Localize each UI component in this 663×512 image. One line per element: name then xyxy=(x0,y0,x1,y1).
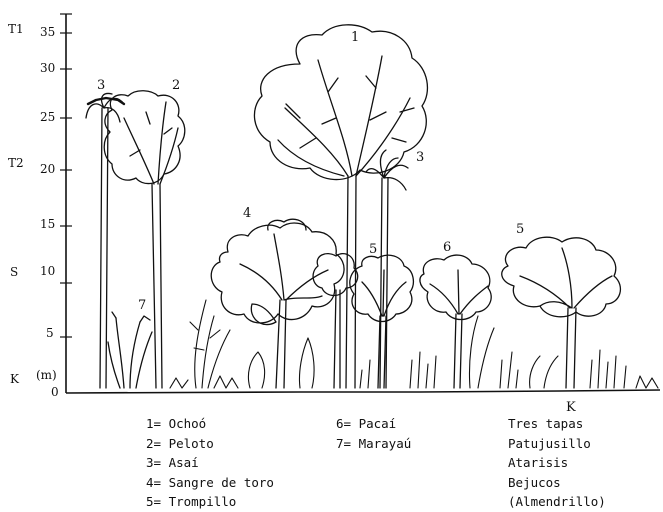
tree-label-1: 1 xyxy=(351,30,359,45)
legend-item: 4= Sangre de toro xyxy=(146,473,274,493)
tree-trompillo-right xyxy=(502,237,621,388)
legend-item: 2= Peloto xyxy=(146,434,274,454)
legend-item: 3= Asaí xyxy=(146,453,274,473)
tree-asai-left xyxy=(86,94,124,388)
tree-peloto xyxy=(104,91,185,388)
tick-label-20: 20 xyxy=(40,162,55,176)
legend-item: (Almendrillo) xyxy=(508,492,606,512)
understory-herbs xyxy=(170,300,658,388)
legend-item: 7= Marayaú xyxy=(336,434,411,454)
stratum-label-t1: T1 xyxy=(8,22,24,36)
stratum-label-s: S xyxy=(10,265,18,279)
tree-ochoo xyxy=(254,25,427,388)
tree-label-2: 2 xyxy=(172,78,180,93)
legend-item: 6= Pacaí xyxy=(336,414,411,434)
tree-label-5-center: 5 xyxy=(369,242,377,257)
tick-label-10: 10 xyxy=(40,264,55,278)
tree-pacai xyxy=(420,255,491,388)
tree-sangre-de-toro xyxy=(211,219,344,388)
tick-label-0: 0 xyxy=(51,385,59,399)
legend-column-3: Tres tapas Patujusillo Atarisis Bejucos … xyxy=(508,414,606,512)
legend-column-1: 1= Ochoó 2= Peloto 3= Asaí 4= Sangre de … xyxy=(146,414,274,512)
tick-label-25: 25 xyxy=(40,110,55,124)
tree-label-4: 4 xyxy=(243,206,251,221)
tree-label-3-right: 3 xyxy=(416,150,424,165)
tree-label-6: 6 xyxy=(443,240,451,255)
stratum-label-t2: T2 xyxy=(8,156,24,170)
ground-line xyxy=(66,390,660,393)
legend-item: Atarisis xyxy=(508,453,606,473)
legend-item: 1= Ochoó xyxy=(146,414,274,434)
tick-label-35: 35 xyxy=(40,25,55,39)
stratum-label-k: K xyxy=(10,372,19,386)
tick-label-5: 5 xyxy=(46,326,54,340)
legend-column-2: 6= Pacaí 7= Marayaú xyxy=(336,414,411,453)
tick-label-30: 30 xyxy=(40,61,55,75)
axis-unit: (m) xyxy=(36,368,57,382)
tree-marayau xyxy=(108,312,152,388)
tick-label-15: 15 xyxy=(40,217,55,231)
legend-item: Patujusillo xyxy=(508,434,606,454)
tree-label-5-right: 5 xyxy=(516,222,524,237)
stratum-k-header: K xyxy=(566,400,576,415)
tree-label-7: 7 xyxy=(138,298,146,313)
legend-item: 5= Trompillo xyxy=(146,492,274,512)
tree-label-3-left: 3 xyxy=(97,78,105,93)
legend-item: Tres tapas xyxy=(508,414,606,434)
legend-item: Bejucos xyxy=(508,473,606,493)
tree-asai-right xyxy=(366,150,408,388)
